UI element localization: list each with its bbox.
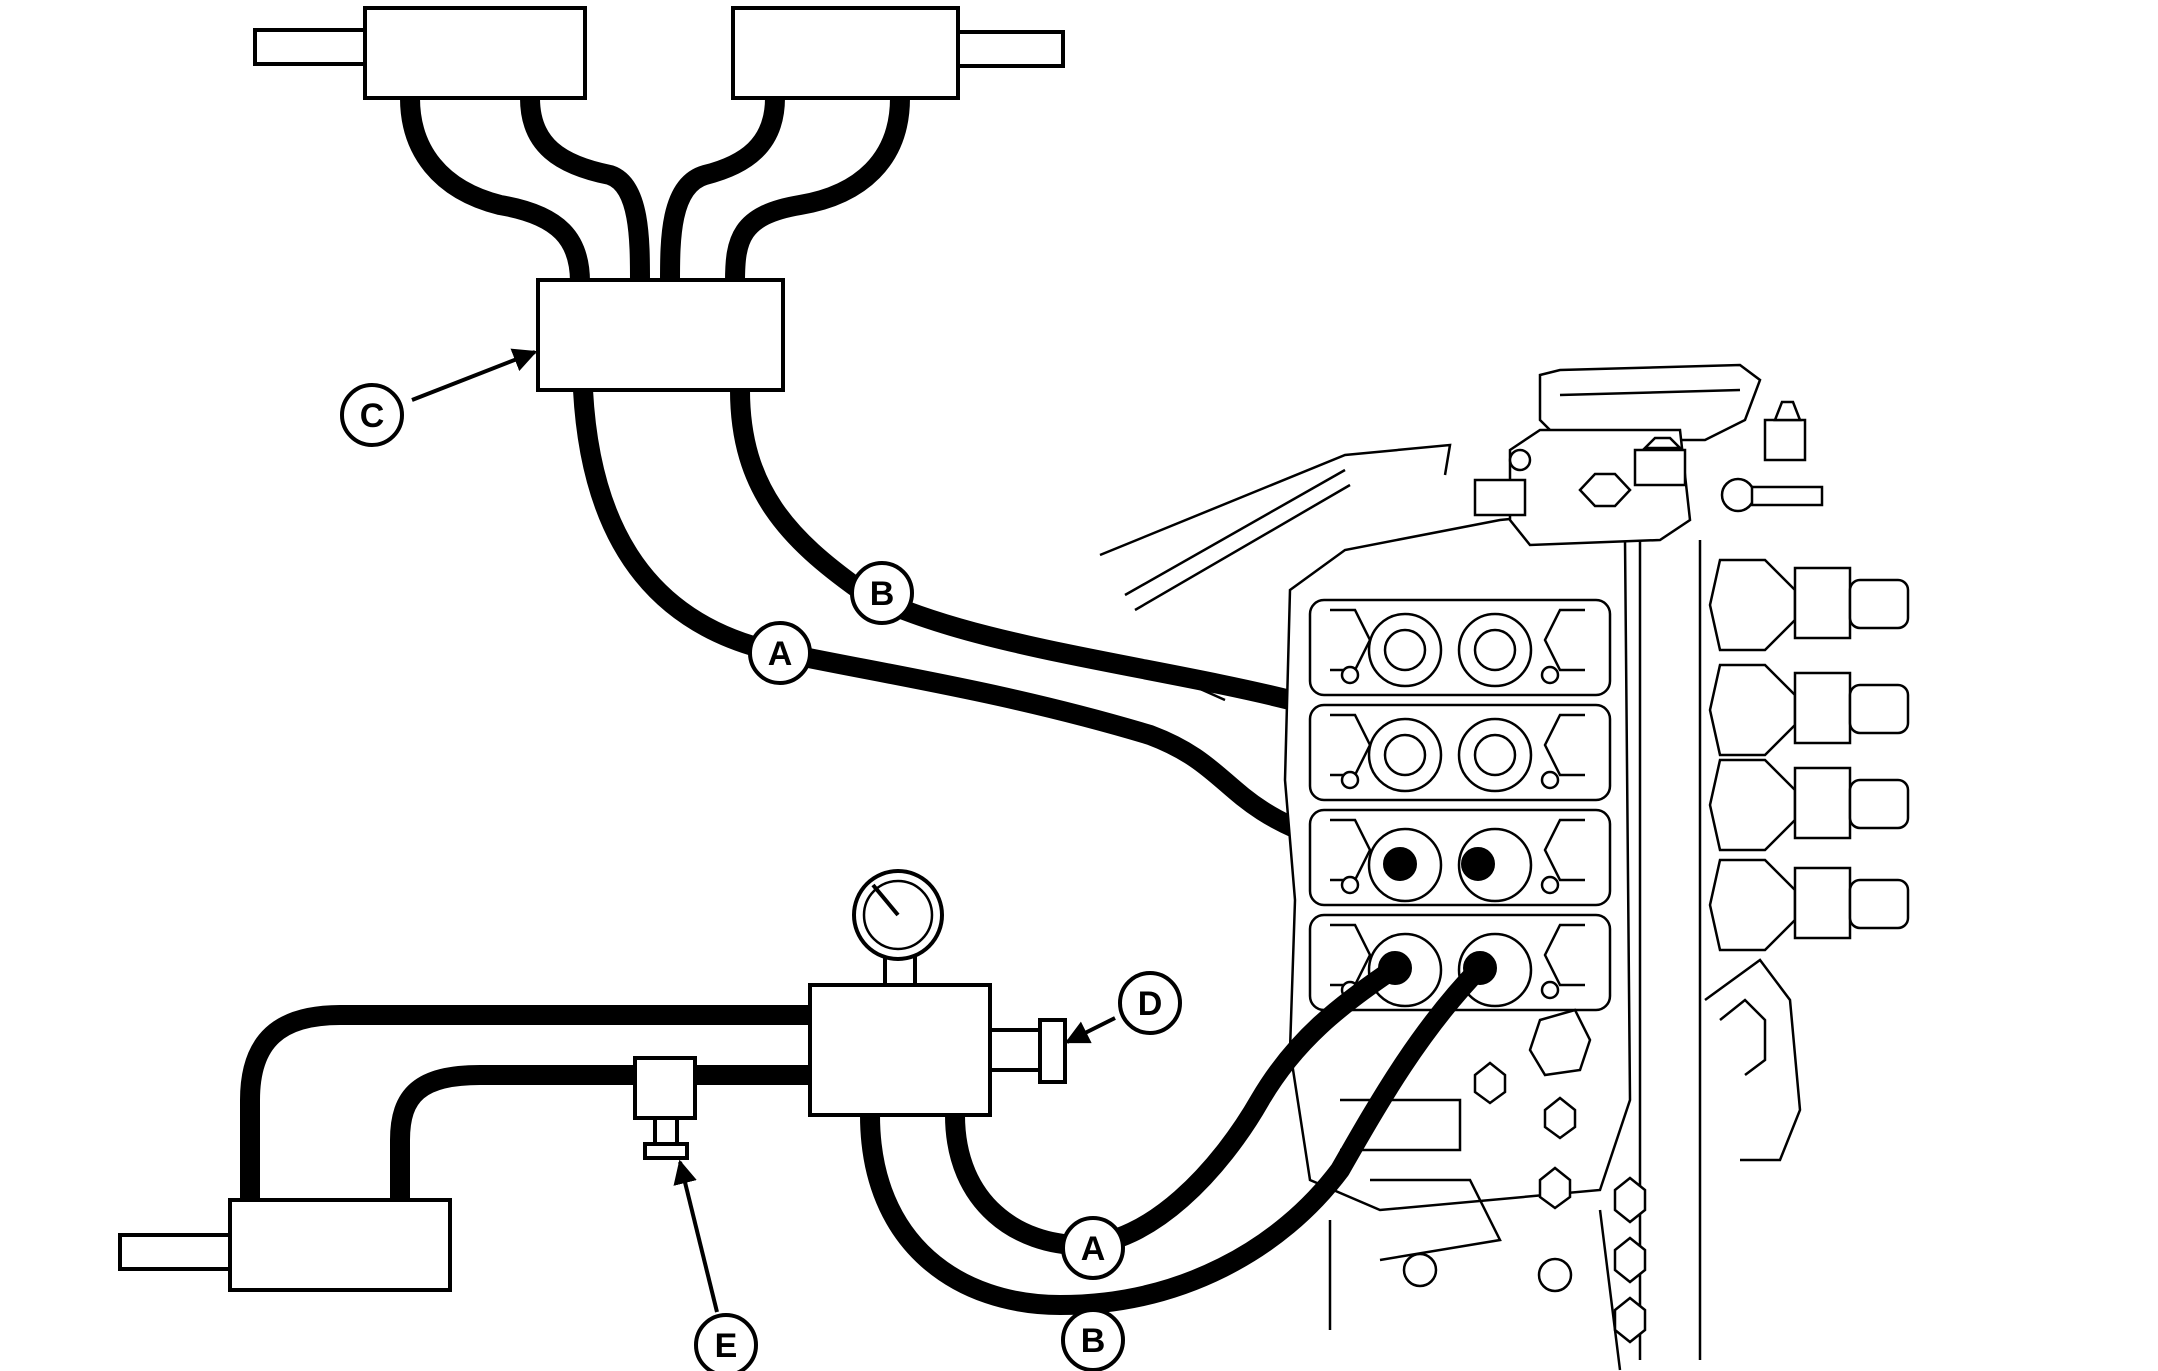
hose-b-lower — [860, 961, 1488, 1315]
loading-valve-e — [633, 1056, 697, 1160]
svg-text:B: B — [1081, 1322, 1106, 1360]
bottom-pump — [118, 1198, 452, 1292]
svg-text:E: E — [715, 1327, 738, 1365]
svg-text:A: A — [768, 635, 793, 673]
port-fittings — [1708, 558, 1910, 952]
svg-text:D: D — [1138, 985, 1163, 1023]
flow-meter-c — [536, 278, 785, 392]
callout-a-upper: A — [748, 621, 812, 685]
svg-text:A: A — [1081, 1230, 1106, 1268]
top-left-cylinder — [253, 6, 587, 100]
tester-body — [808, 869, 992, 1117]
top-right-cylinder — [731, 6, 1065, 100]
callout-b-upper: B — [850, 561, 914, 625]
top-hoses — [400, 97, 910, 283]
callout-a-lower: A — [1061, 1216, 1125, 1280]
svg-text:B: B — [870, 575, 895, 613]
pump-supply-hose-inner — [390, 1065, 810, 1200]
control-valve-assembly — [1099, 363, 1824, 1371]
pump-supply-hose-outer — [240, 1005, 810, 1200]
callout-d: D — [1064, 971, 1182, 1044]
valve-d — [988, 1018, 1067, 1084]
hose-a-lower — [945, 959, 1401, 1255]
callout-c: C — [340, 348, 538, 447]
svg-text:C: C — [360, 397, 385, 435]
callout-e: E — [673, 1159, 758, 1371]
callout-b-lower: B — [1061, 1308, 1125, 1371]
